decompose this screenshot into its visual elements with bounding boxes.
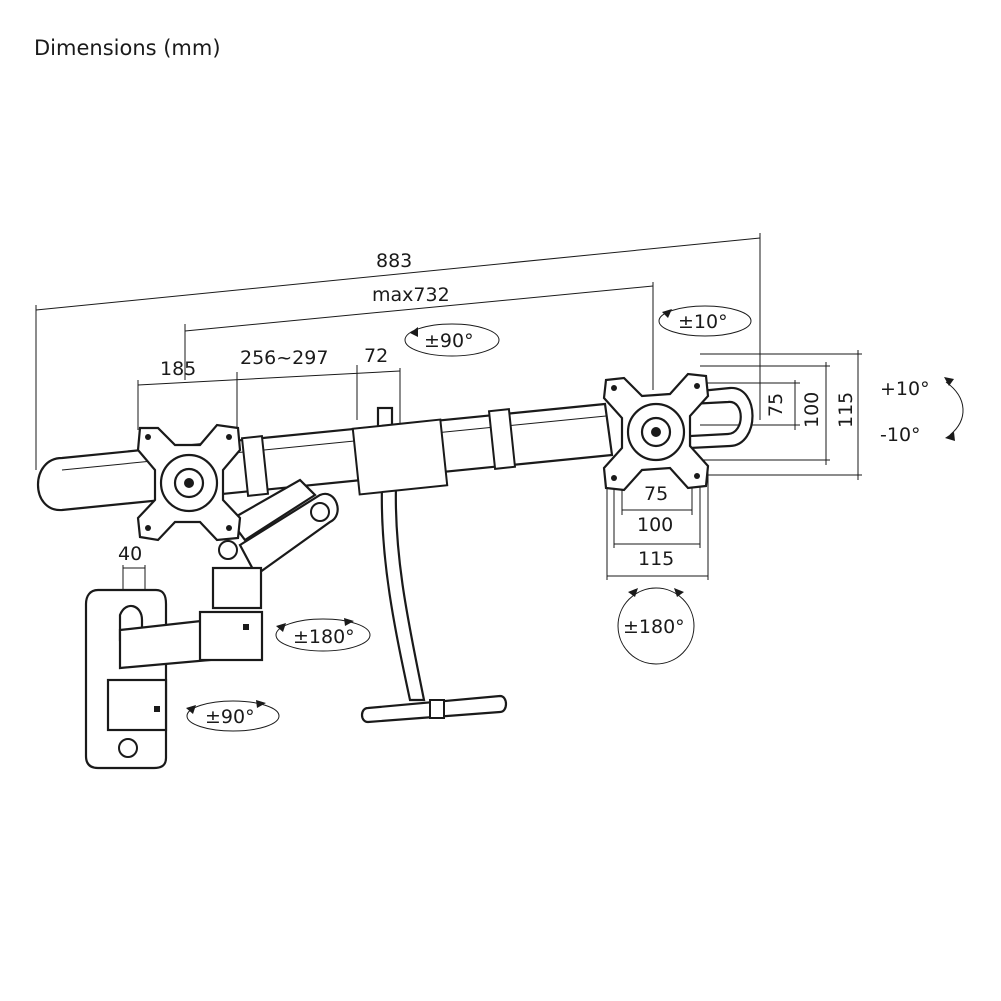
pole-offset-label: 72 [364, 345, 388, 367]
tilt-up-label: +10° [880, 378, 930, 400]
support-pole [360, 406, 508, 724]
pan-right-label: ±10° [678, 311, 728, 333]
rotate-monitor-label: ±180° [623, 616, 685, 638]
rotation-monitor: ±180° [617, 587, 695, 665]
vesa-offset-label: 185 [160, 358, 196, 380]
rotation-pan-right: ±10° [658, 305, 752, 337]
rotation-swivel-arm: ±180° [275, 618, 371, 652]
vesa-h-100-label: 100 [637, 514, 673, 536]
swivel-wall-label: ±90° [205, 706, 255, 728]
rotation-tilt: +10° -10° [880, 377, 964, 446]
rotation-swivel-top: ±90° [404, 323, 500, 357]
dimension-overall-width: 883 [35, 233, 761, 470]
right-vesa-plate [602, 372, 710, 492]
wall-plate-width-label: 40 [118, 543, 142, 565]
dimension-vesa-vertical: 75 100 115 [700, 350, 862, 480]
gas-spring-arm [211, 478, 339, 610]
left-vesa-plate [136, 423, 242, 542]
vesa-h-115-label: 115 [638, 548, 674, 570]
swivel-arm-label: ±180° [293, 626, 355, 648]
tilt-down-label: -10° [880, 424, 921, 446]
dimension-arm-span: max732 [184, 282, 654, 390]
rotation-swivel-wall: ±90° [186, 700, 280, 732]
arm-span-label: max732 [372, 284, 450, 306]
arm-length-range-label: 256~297 [240, 347, 328, 369]
vesa-v-100-label: 100 [801, 392, 823, 428]
vesa-v-115-label: 115 [835, 392, 857, 428]
swivel-top-label: ±90° [424, 330, 474, 352]
vesa-h-75-label: 75 [644, 483, 668, 505]
overall-width-label: 883 [376, 250, 412, 272]
diagram-title: Dimensions (mm) [34, 36, 221, 60]
vesa-v-75-label: 75 [765, 393, 787, 417]
wall-plate [84, 588, 264, 770]
dimension-arm-segments: 185 256~297 72 [137, 345, 401, 430]
